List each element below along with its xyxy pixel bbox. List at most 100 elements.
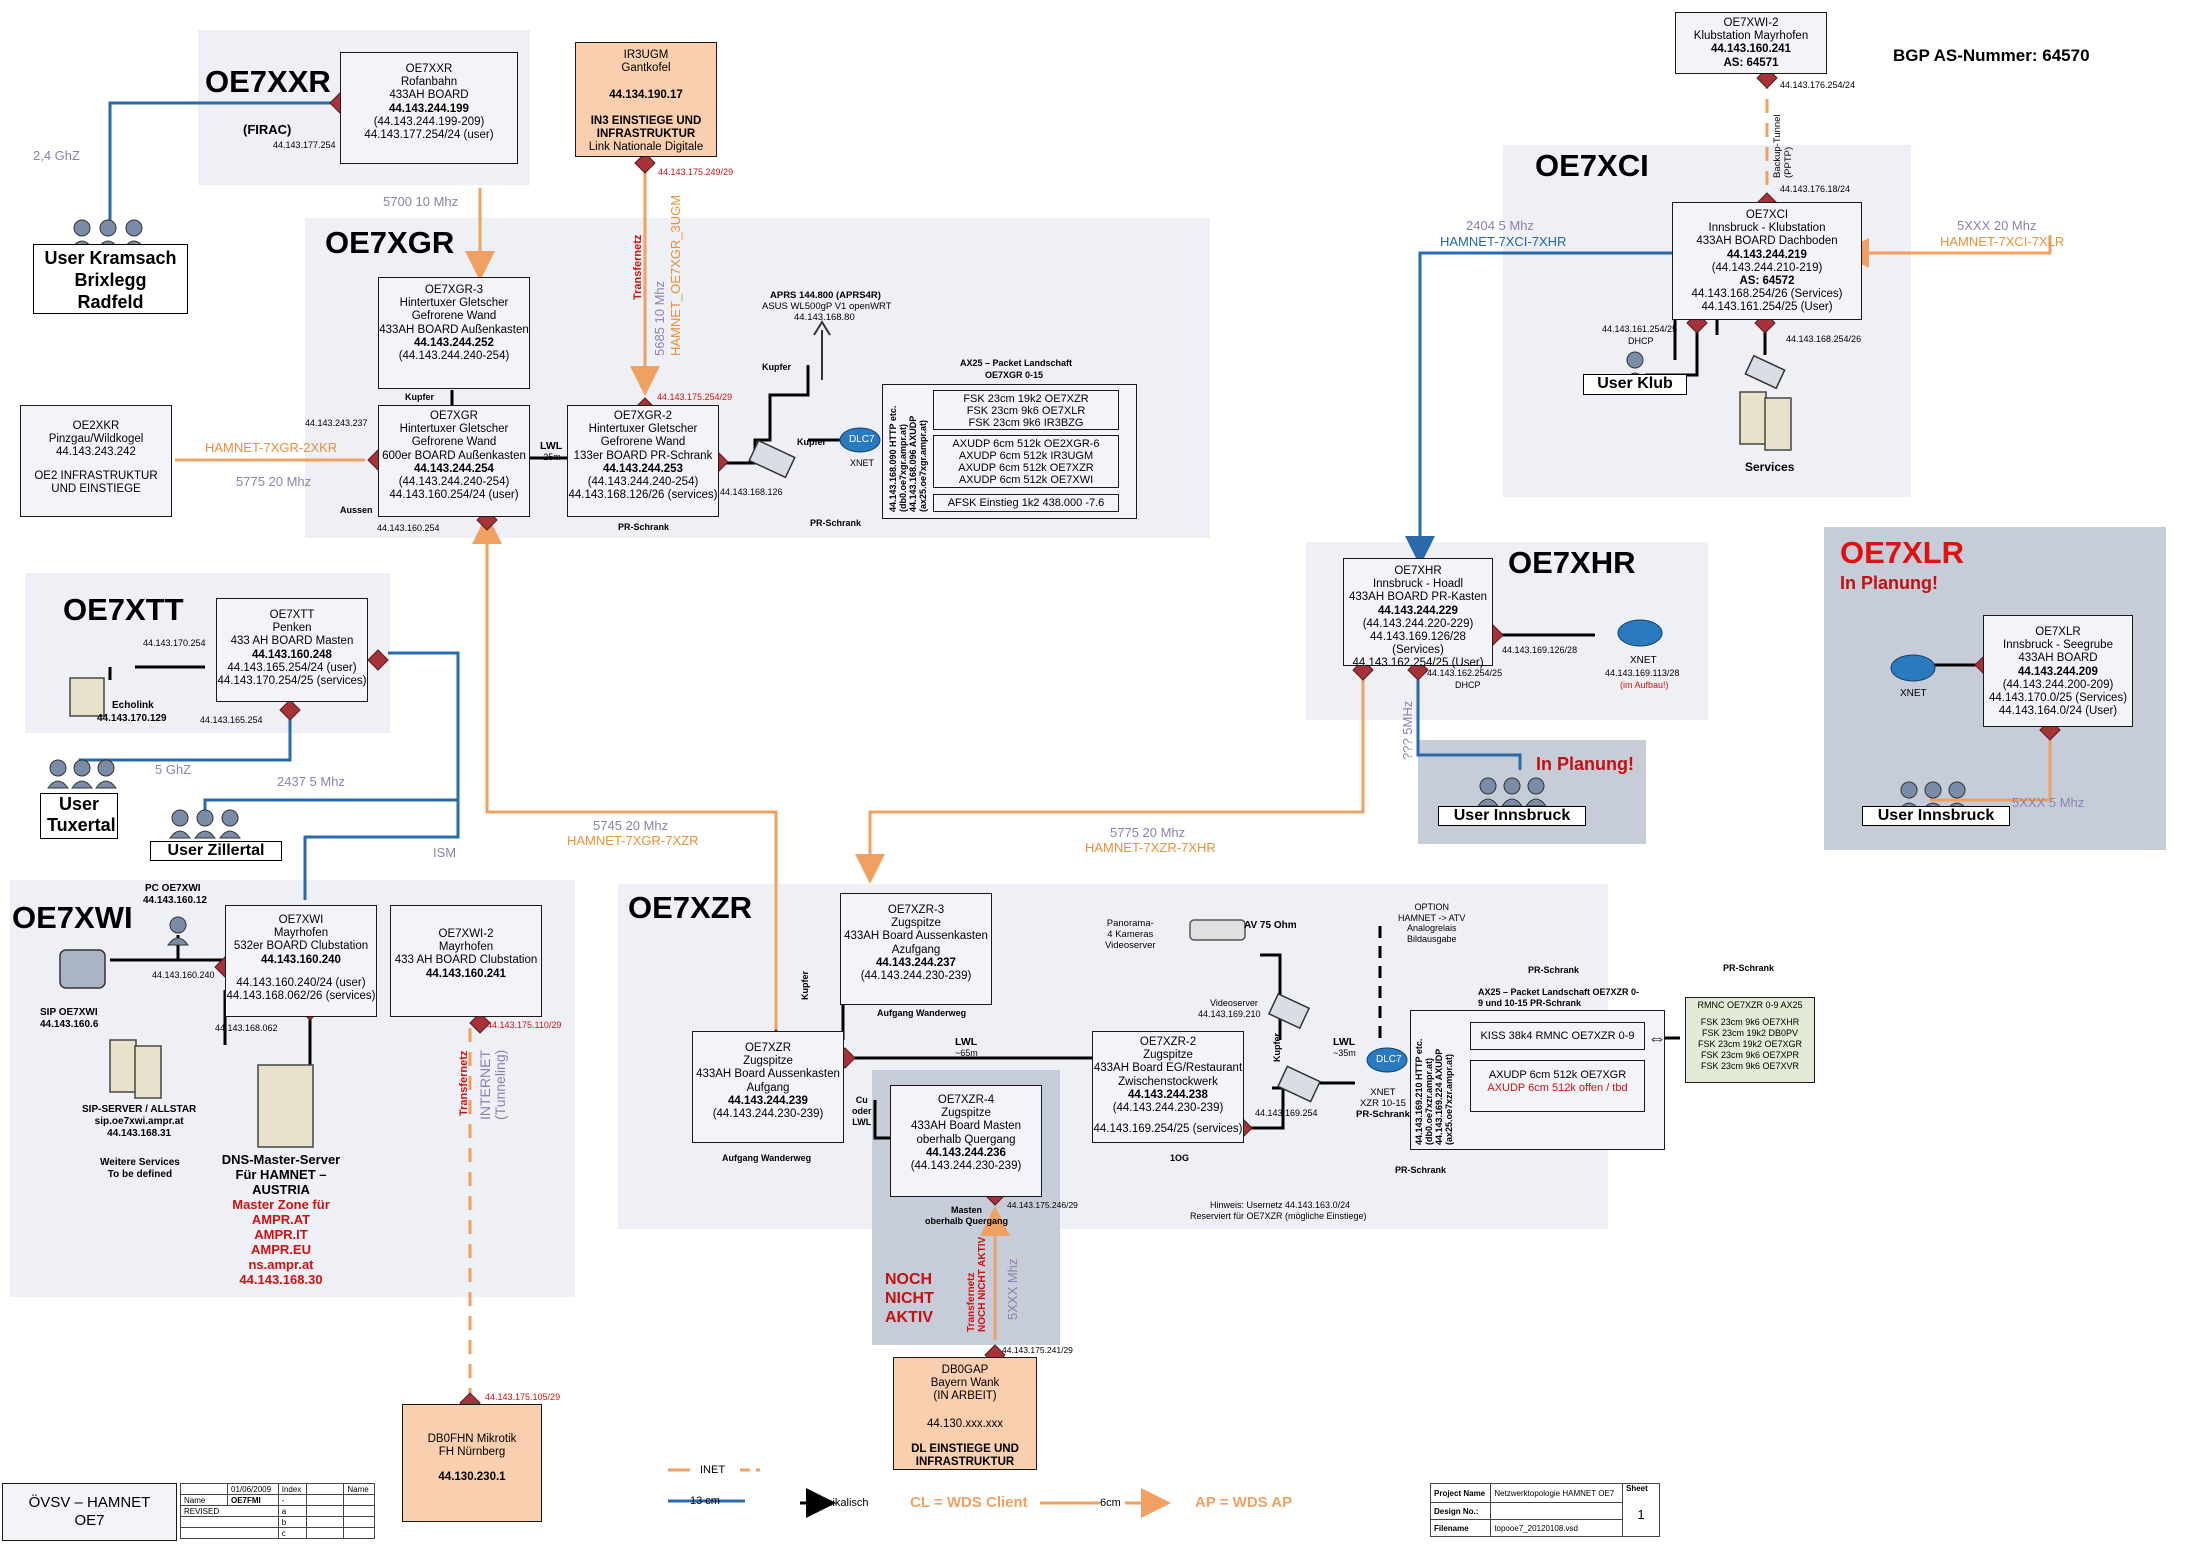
pc-oe7xwi: PC OE7XWI bbox=[145, 883, 201, 894]
link-label-2xkr: HAMNET-7XGR-2XKR bbox=[205, 440, 338, 455]
link-label-backup: Backup-Tunnel (PPTP) bbox=[1772, 114, 1794, 178]
packet-xgr-g2: AXUDP 6cm 512k OE2XGR-6 AXUDP 6cm 512k I… bbox=[933, 435, 1119, 488]
xzr-xnet-label: XNET XZR 10-15 PR-Schrank bbox=[1356, 1087, 1410, 1120]
node-ip: 44.143.244.253 bbox=[603, 462, 683, 475]
link-label-5xxxm: 5XXX Mhz bbox=[1005, 1258, 1020, 1320]
option-line: Bildausgabe bbox=[1406, 933, 1457, 944]
link-label-7xzr: HAMNET-7XGR-7XZR bbox=[567, 833, 699, 848]
dns-line: AMPR.EU bbox=[251, 1242, 311, 1257]
link-xci-xhr bbox=[1405, 251, 1435, 566]
node-line: OE7XZR-4 bbox=[937, 1094, 995, 1106]
node-ip: 44.143.160.240 bbox=[261, 953, 341, 966]
link-label-cu-lwl: Cu oder LWL bbox=[852, 1095, 872, 1128]
user-line: Tuxertal bbox=[47, 815, 116, 835]
services-label: Services bbox=[1745, 460, 1795, 474]
weitere-line: To be defined bbox=[107, 1169, 173, 1180]
node-oe7xgr3: OE7XGR-3 Hintertuxer Gletscher Gefrorene… bbox=[378, 277, 530, 389]
ip-175-105: 44.143.175.105/29 bbox=[485, 1392, 561, 1402]
node-line: OE7XGR-2 bbox=[613, 410, 673, 422]
ip-168-126: 44.143.168.126 bbox=[720, 487, 783, 497]
packet-side-line: (ax25.oe7xzr.ampr.at) bbox=[1444, 1053, 1454, 1145]
node-ip: 44.143.244.229 bbox=[1378, 604, 1458, 617]
panorama-line: Videoserver bbox=[1105, 940, 1156, 951]
node-line: OE7XTT bbox=[269, 609, 315, 621]
packet-xzr-title: AX25 – Packet Landschaft OE7XZR 0- bbox=[1478, 987, 1640, 997]
prschrank-label-e: PR-Schrank bbox=[1395, 1165, 1447, 1175]
node-line: (44.143.244.240-254) bbox=[398, 476, 510, 489]
aufgang-label-a: Aufgang Wanderweg bbox=[722, 1153, 812, 1163]
link-label-noch-nicht-aktiv-small: NOCH NICHT AKTIV bbox=[977, 1236, 988, 1332]
link-label-mhz5: ??? 5MHz bbox=[1400, 700, 1415, 760]
node-ir3ugm: IR3UGM Gantkofel 44.134.190.17 IN3 EINST… bbox=[575, 42, 717, 157]
masten-label: Masten oberhalb Quergang bbox=[925, 1205, 1008, 1226]
panorama-label: Panorama- 4 Kameras Videoserver bbox=[1105, 918, 1156, 951]
ip-176-18: 44.143.176.18/24 bbox=[1780, 184, 1851, 194]
node-line: Hintertuxer Gletscher bbox=[399, 423, 509, 436]
link-label-lwl-c: LWL bbox=[1333, 1036, 1356, 1048]
rmnc-line: FSK 23cm 9k6 OE7XPR bbox=[1700, 1050, 1800, 1060]
node-line: 44.143.177.254/24 (user) bbox=[364, 129, 494, 142]
node-line: (IN ARBEIT) bbox=[933, 1390, 997, 1403]
packet-line: FSK 23cm 9k6 IR3BZG bbox=[968, 417, 1084, 429]
xnet-line: XZR 10-15 bbox=[1359, 1098, 1406, 1109]
dns-line: AUSTRIA bbox=[252, 1182, 310, 1197]
org-line: OE7 bbox=[74, 1512, 105, 1529]
node-oe7xzr3: OE7XZR-3 Zugspitze 433AH Board Aussenkas… bbox=[840, 893, 992, 1005]
node-line: 44.143.168.254/26 (Services) bbox=[1691, 288, 1843, 301]
link-label-5ghz: 5 GhZ bbox=[155, 762, 192, 777]
rmnc-line: FSK 23cm 19k2 DB0PV bbox=[1701, 1028, 1799, 1038]
link-ism bbox=[303, 651, 460, 900]
hinweis-1: Hinweis: Usernetz 44.143.163.0/24 bbox=[1210, 1200, 1351, 1210]
link-label-kupfer-e: Kupfer bbox=[1272, 1033, 1282, 1062]
tb-date: 01/06/2009 bbox=[227, 1483, 279, 1495]
dns-line: Für HAMNET – bbox=[235, 1167, 327, 1182]
tb-sheet-lbl: Sheet bbox=[1626, 1484, 1648, 1493]
ip-169-254: 44.143.169.254 bbox=[1255, 1108, 1318, 1118]
link-label-5775a: 5775 20 Mhz bbox=[236, 474, 312, 489]
status-line: AKTIV bbox=[885, 1309, 933, 1326]
node-line: 433AH BOARD Außenkasten bbox=[379, 323, 529, 336]
node-ip: 44.134.190.17 bbox=[609, 89, 683, 102]
node-line: Klubstation Mayrhofen bbox=[1693, 30, 1809, 43]
tb-filename-val: topooe7_20120108.vsd bbox=[1490, 1519, 1623, 1537]
cu-line: oder bbox=[852, 1106, 872, 1116]
link-mhz5 bbox=[1416, 680, 1522, 770]
node-line: 433AH BOARD PR-Kasten bbox=[1348, 591, 1488, 604]
node-line: (44.143.244.240-254) bbox=[398, 350, 510, 363]
link-label-transfernetz: Transfernetz bbox=[632, 234, 644, 300]
ip-170-254: 44.143.170.254 bbox=[143, 638, 206, 648]
node-line: OE7XZR-3 bbox=[887, 904, 945, 916]
packet-line: AXUDP 6cm 512k IR3UGM bbox=[958, 450, 1094, 462]
prschrank-label-c: PR-Schrank bbox=[1528, 965, 1580, 975]
node-line: OE7XLR bbox=[2035, 626, 2081, 638]
node-line: Rofanbahn bbox=[400, 76, 458, 89]
packet-line: FSK 23cm 9k6 OE7XLR bbox=[966, 405, 1086, 417]
bgp-label: BGP AS-Nummer: 64570 bbox=[1893, 46, 2090, 65]
packet-xzr-axudp: AXUDP 6cm 512k OE7XGR AXUDP 6cm 512k off… bbox=[1470, 1060, 1645, 1112]
ip-168-062: 44.143.168.062 bbox=[215, 1023, 278, 1033]
region-title-oe7xci: OE7XCI bbox=[1535, 148, 1649, 183]
dns-line: 44.143.168.30 bbox=[239, 1272, 323, 1287]
tb-cell bbox=[306, 1494, 345, 1506]
xnet-line: XNET bbox=[1370, 1087, 1396, 1098]
weitere-services: Weitere Services To be defined bbox=[100, 1157, 180, 1181]
link-label-ism: ISM bbox=[433, 845, 457, 860]
aufgang-label-b: Aufgang Wanderweg bbox=[877, 1008, 967, 1018]
region-title-oe7xtt: OE7XTT bbox=[63, 592, 184, 627]
rmnc-title: RMNC OE7XZR 0-9 AX25 bbox=[1697, 1000, 1803, 1010]
node-line: Innsbruck - Hoadl bbox=[1372, 578, 1464, 591]
tb-index: Index bbox=[277, 1483, 308, 1495]
tb-project-lbl: Project Name bbox=[1429, 1483, 1492, 1503]
packet-side-line: (db0.oe7xgr.ampr.at) bbox=[898, 423, 908, 512]
ip-175-110: 44.143.175.110/29 bbox=[487, 1020, 562, 1030]
tb-cell bbox=[1490, 1502, 1623, 1520]
tb-sheet: Sheet 1 bbox=[1622, 1483, 1660, 1537]
echolink-ip: 44.143.170.129 bbox=[97, 713, 167, 724]
node-line: (44.143.244.220-229) bbox=[1362, 617, 1474, 630]
tb-cell bbox=[306, 1527, 345, 1539]
dns-label: DNS-Master-Server Für HAMNET – AUSTRIA M… bbox=[216, 1152, 346, 1287]
ip-177-254: 44.143.177.254 bbox=[273, 140, 336, 150]
videoserver-label: Videoserver bbox=[1210, 998, 1258, 1008]
node-line: OE7XWI bbox=[278, 914, 324, 926]
link-label-line: HAMNET_OE7XGR_3UGM bbox=[668, 194, 683, 356]
